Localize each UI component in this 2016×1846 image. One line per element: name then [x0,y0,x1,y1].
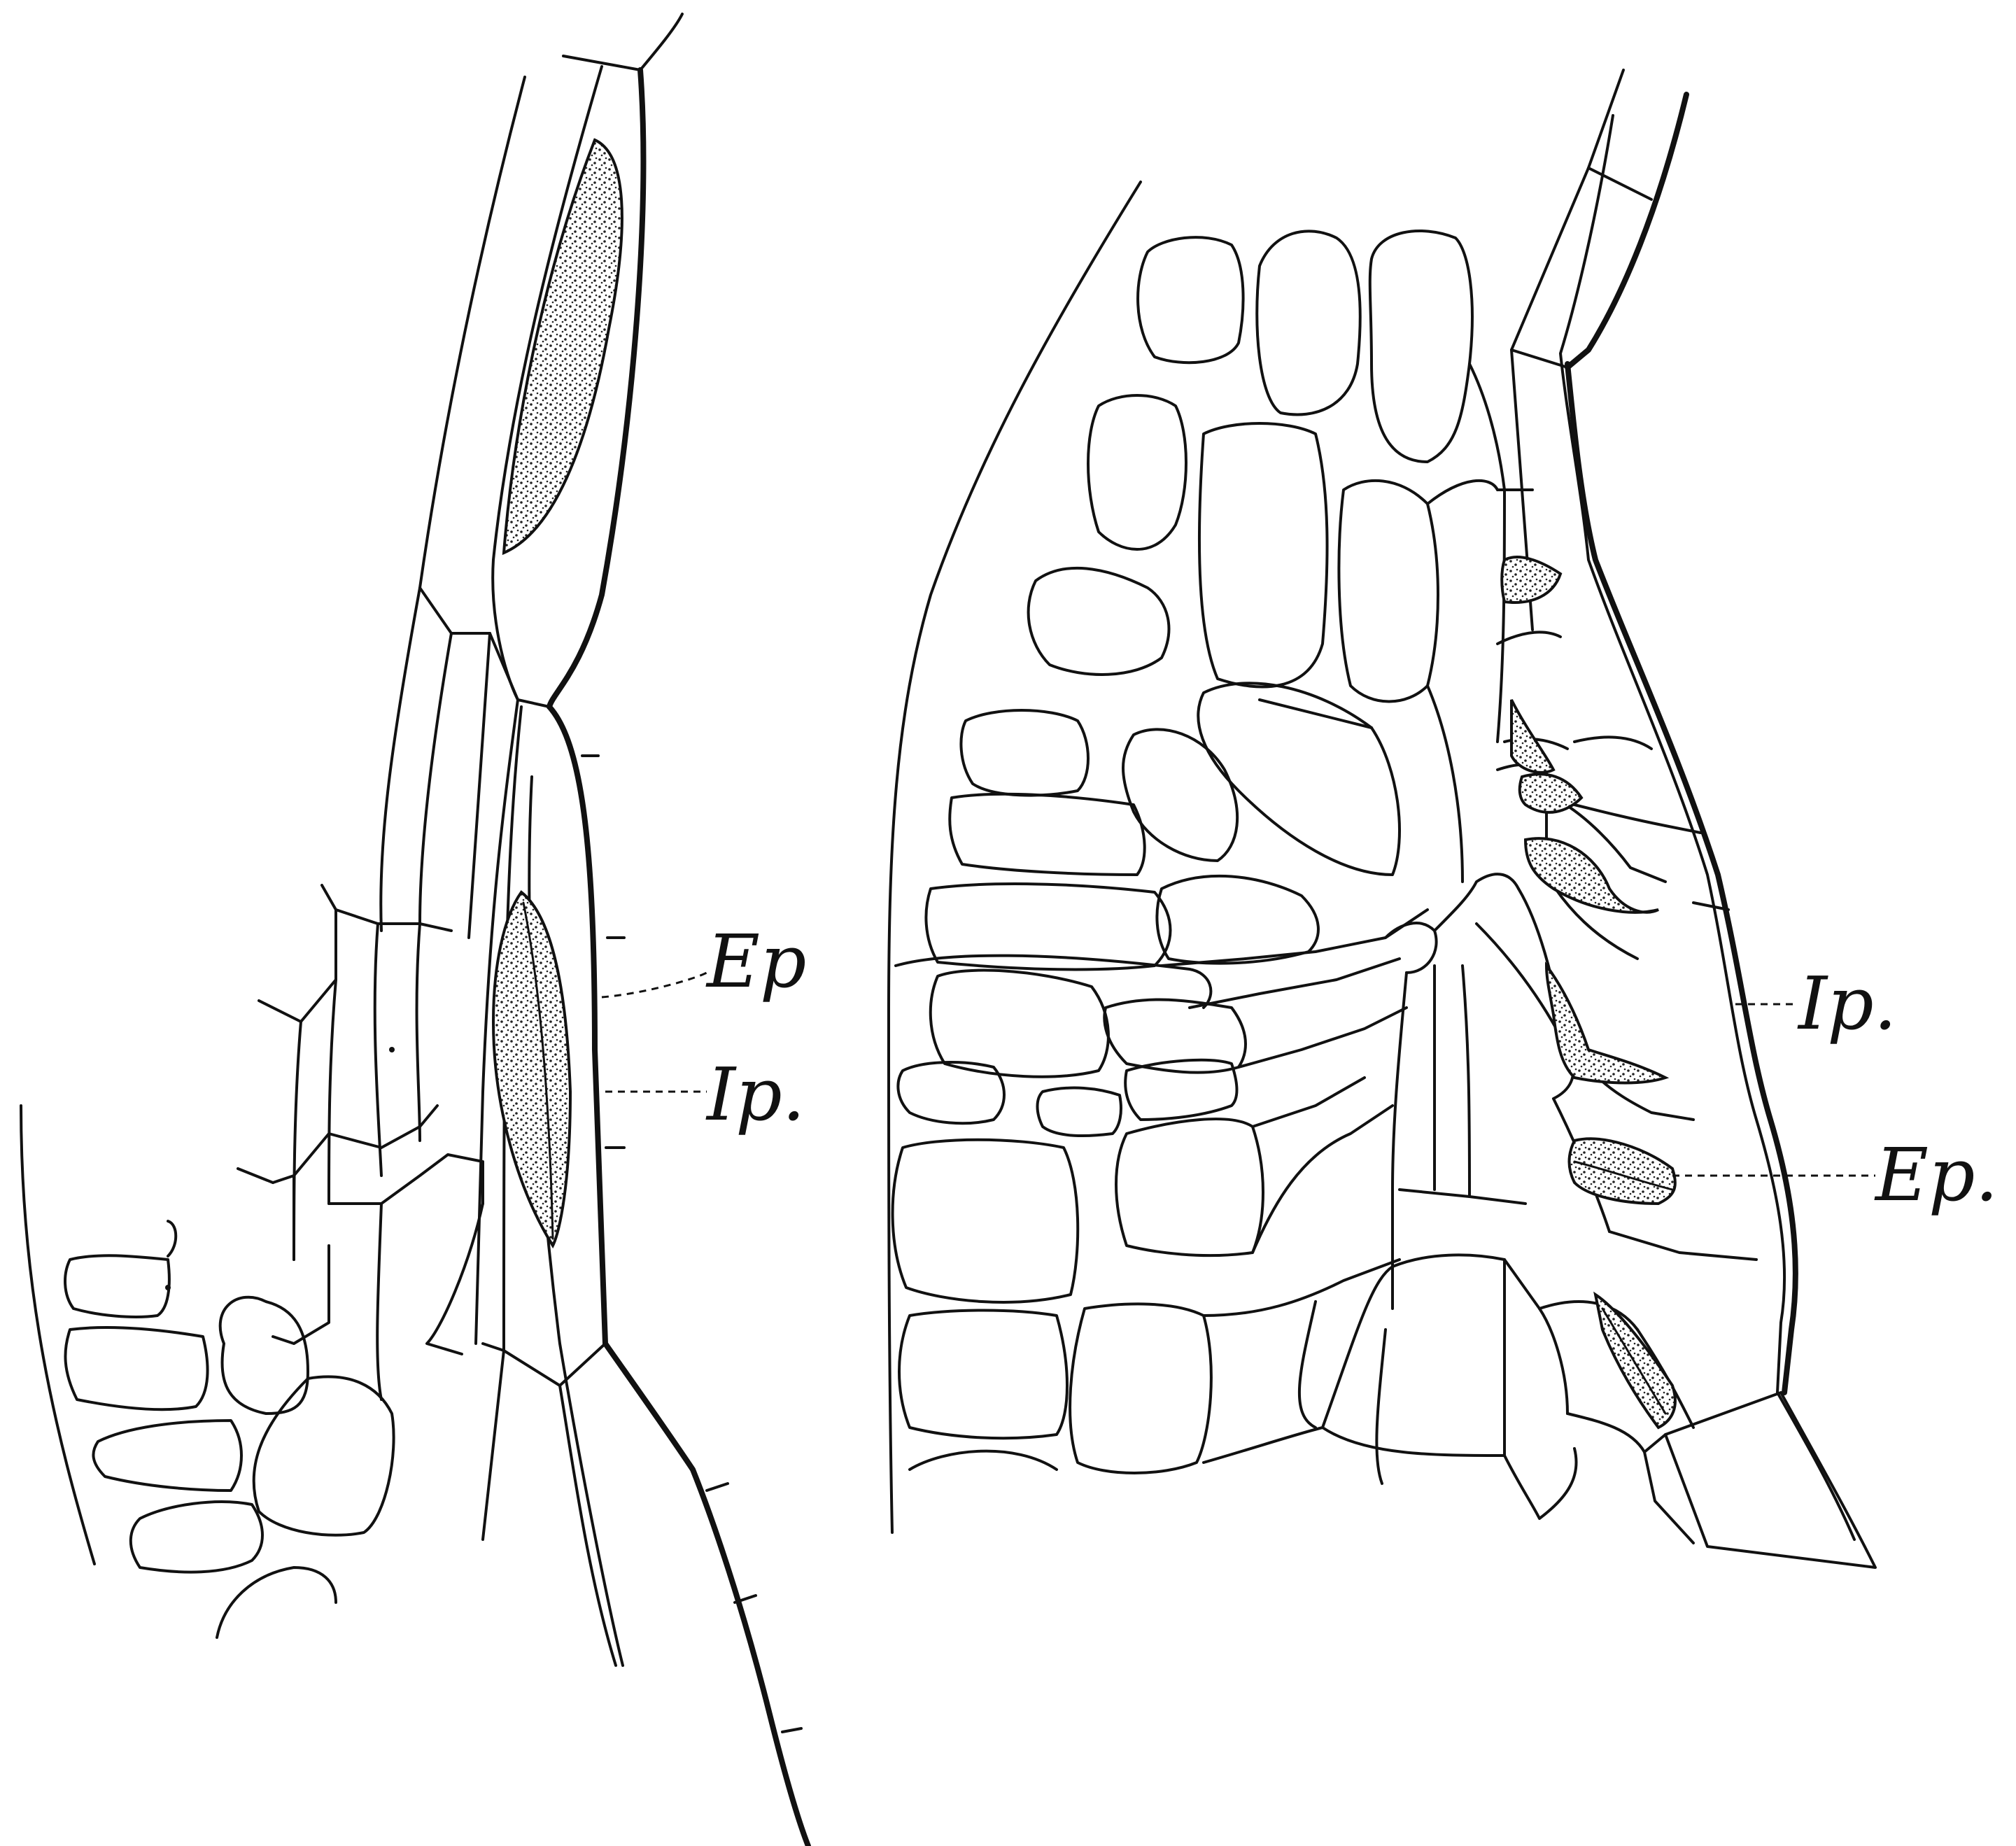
left-labels: Ep Ip. [602,919,807,1137]
label-ep-left: Ep [705,919,807,1004]
right-tissue-section [889,70,1875,1567]
label-ip-right: Ip. [1797,961,1897,1046]
right-labels: Ip. Ep. [1672,961,1999,1218]
label-ep-right: Ep. [1874,1132,1999,1218]
label-ip-left: Ip. [705,1052,805,1137]
left-tissue-section [21,14,808,1846]
